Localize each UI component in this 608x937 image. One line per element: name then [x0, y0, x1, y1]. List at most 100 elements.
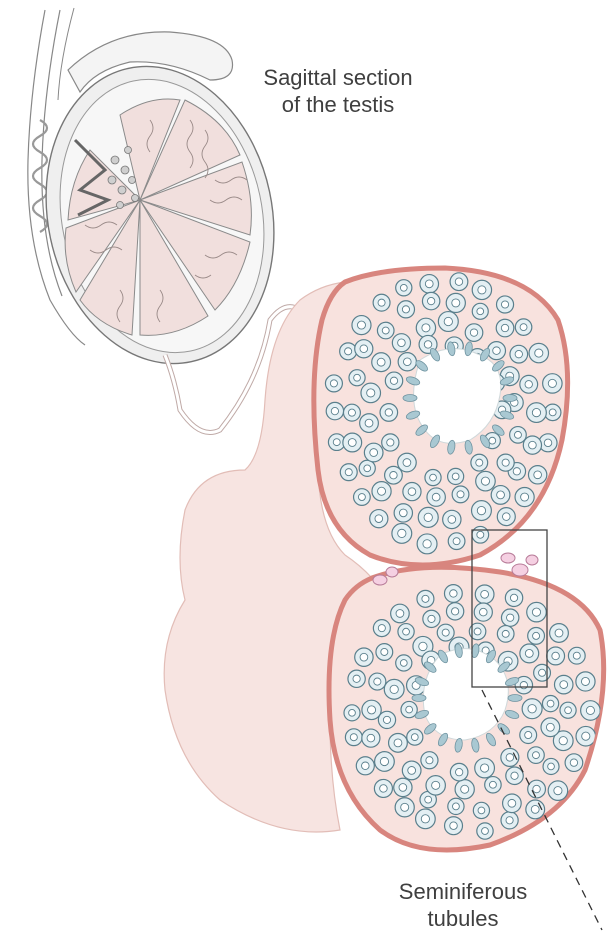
- cell-nucleus: [382, 327, 389, 334]
- sagittal-label-line1: Sagittal section: [238, 64, 438, 91]
- cell-nucleus: [354, 374, 361, 381]
- cell-nucleus: [383, 716, 390, 723]
- cell-nucleus: [586, 706, 594, 714]
- cell-nucleus: [367, 734, 375, 742]
- cell-nucleus: [548, 379, 556, 387]
- cell-nucleus: [444, 317, 452, 325]
- cell-nucleus: [508, 799, 516, 807]
- cell-nucleus: [380, 785, 388, 793]
- cell-nucleus: [455, 768, 462, 775]
- cell-nucleus: [402, 306, 409, 313]
- cell-nucleus: [510, 594, 517, 601]
- cell-nucleus: [403, 358, 411, 366]
- cell-nucleus: [403, 459, 411, 467]
- cell-nucleus: [421, 815, 429, 823]
- cell-nucleus: [348, 409, 355, 416]
- cell-nucleus: [513, 468, 520, 475]
- cell-nucleus: [385, 409, 392, 416]
- cell-nucleus: [457, 491, 464, 498]
- cell-nucleus: [396, 610, 404, 618]
- cell-nucleus: [442, 629, 449, 636]
- cell-nucleus: [411, 734, 418, 741]
- cell-nucleus: [478, 807, 485, 814]
- cell-nucleus: [424, 341, 432, 349]
- cell-nucleus: [549, 409, 556, 416]
- cell-nucleus: [349, 709, 356, 716]
- cell-nucleus: [399, 509, 407, 517]
- sagittal-section-label: Sagittal section of the testis: [238, 64, 438, 118]
- cell-nucleus: [399, 784, 407, 792]
- cell-nucleus: [432, 493, 440, 501]
- spermatid: [403, 395, 417, 402]
- cell-nucleus: [426, 757, 433, 764]
- cell-nucleus: [555, 629, 563, 637]
- cell-nucleus: [582, 732, 590, 740]
- cell-nucleus: [419, 642, 427, 650]
- cell-nucleus: [497, 491, 505, 499]
- cell-nucleus: [390, 471, 397, 478]
- cell-nucleus: [581, 677, 589, 685]
- cell-nucleus: [422, 595, 429, 602]
- cell-nucleus: [531, 805, 539, 813]
- cell-nucleus: [408, 767, 416, 775]
- cell-nucleus: [477, 531, 484, 538]
- cell-nucleus: [474, 628, 481, 635]
- cell-nucleus: [378, 487, 386, 495]
- cell-nucleus: [430, 474, 437, 481]
- cell-nucleus: [489, 781, 496, 788]
- cell-nucleus: [534, 471, 542, 479]
- cell-nucleus: [477, 506, 485, 514]
- cell-nucleus: [330, 380, 337, 387]
- cell-nucleus: [353, 675, 360, 682]
- cell-nucleus: [461, 785, 469, 793]
- cell-nucleus: [432, 781, 440, 789]
- cell-nucleus: [480, 764, 488, 772]
- cell-nucleus: [425, 796, 432, 803]
- cell-nucleus: [525, 649, 533, 657]
- seminiferous-tubules-label: Seminiferous tubules: [388, 878, 538, 932]
- cell-nucleus: [374, 678, 381, 685]
- cell-nucleus: [532, 408, 540, 416]
- cell-nucleus: [532, 608, 540, 616]
- cell-nucleus: [375, 515, 383, 523]
- cell-nucleus: [573, 652, 580, 659]
- tubule-cross-section-top: [314, 268, 568, 565]
- cell-nucleus: [525, 731, 532, 738]
- cell-nucleus: [453, 803, 460, 810]
- cell-nucleus: [400, 284, 407, 291]
- cell-nucleus: [528, 705, 536, 713]
- cell-nucleus: [481, 590, 489, 598]
- cell-nucleus: [408, 488, 416, 496]
- cell-nucleus: [450, 590, 457, 597]
- cell-nucleus: [501, 324, 508, 331]
- cell-nucleus: [357, 321, 365, 329]
- cell-nucleus: [365, 419, 373, 427]
- cell-nucleus: [377, 358, 385, 366]
- cell-nucleus: [544, 439, 552, 447]
- cell-nucleus: [546, 723, 554, 731]
- cell-nucleus: [470, 329, 477, 336]
- cell-nucleus: [479, 608, 487, 616]
- cell-nucleus: [358, 494, 365, 501]
- cell-nucleus: [453, 538, 460, 545]
- cell-nucleus: [370, 449, 378, 457]
- cell-nucleus: [520, 324, 527, 331]
- cell-nucleus: [424, 513, 432, 521]
- cell-nucleus: [406, 706, 413, 713]
- cell-nucleus: [489, 437, 496, 444]
- cell-nucleus: [428, 615, 435, 622]
- cell-nucleus: [481, 477, 489, 485]
- cell-nucleus: [380, 757, 388, 765]
- cell-nucleus: [503, 513, 511, 521]
- cell-nucleus: [394, 739, 402, 747]
- cell-nucleus: [506, 817, 513, 824]
- cell-nucleus: [554, 787, 562, 795]
- cell-nucleus: [535, 349, 543, 357]
- cell-nucleus: [350, 734, 357, 741]
- cell-nucleus: [400, 660, 407, 667]
- cell-nucleus: [502, 459, 509, 466]
- cell-nucleus: [423, 540, 431, 548]
- cell-nucleus: [455, 278, 462, 285]
- cell-nucleus: [378, 299, 385, 306]
- cell-nucleus: [360, 345, 368, 353]
